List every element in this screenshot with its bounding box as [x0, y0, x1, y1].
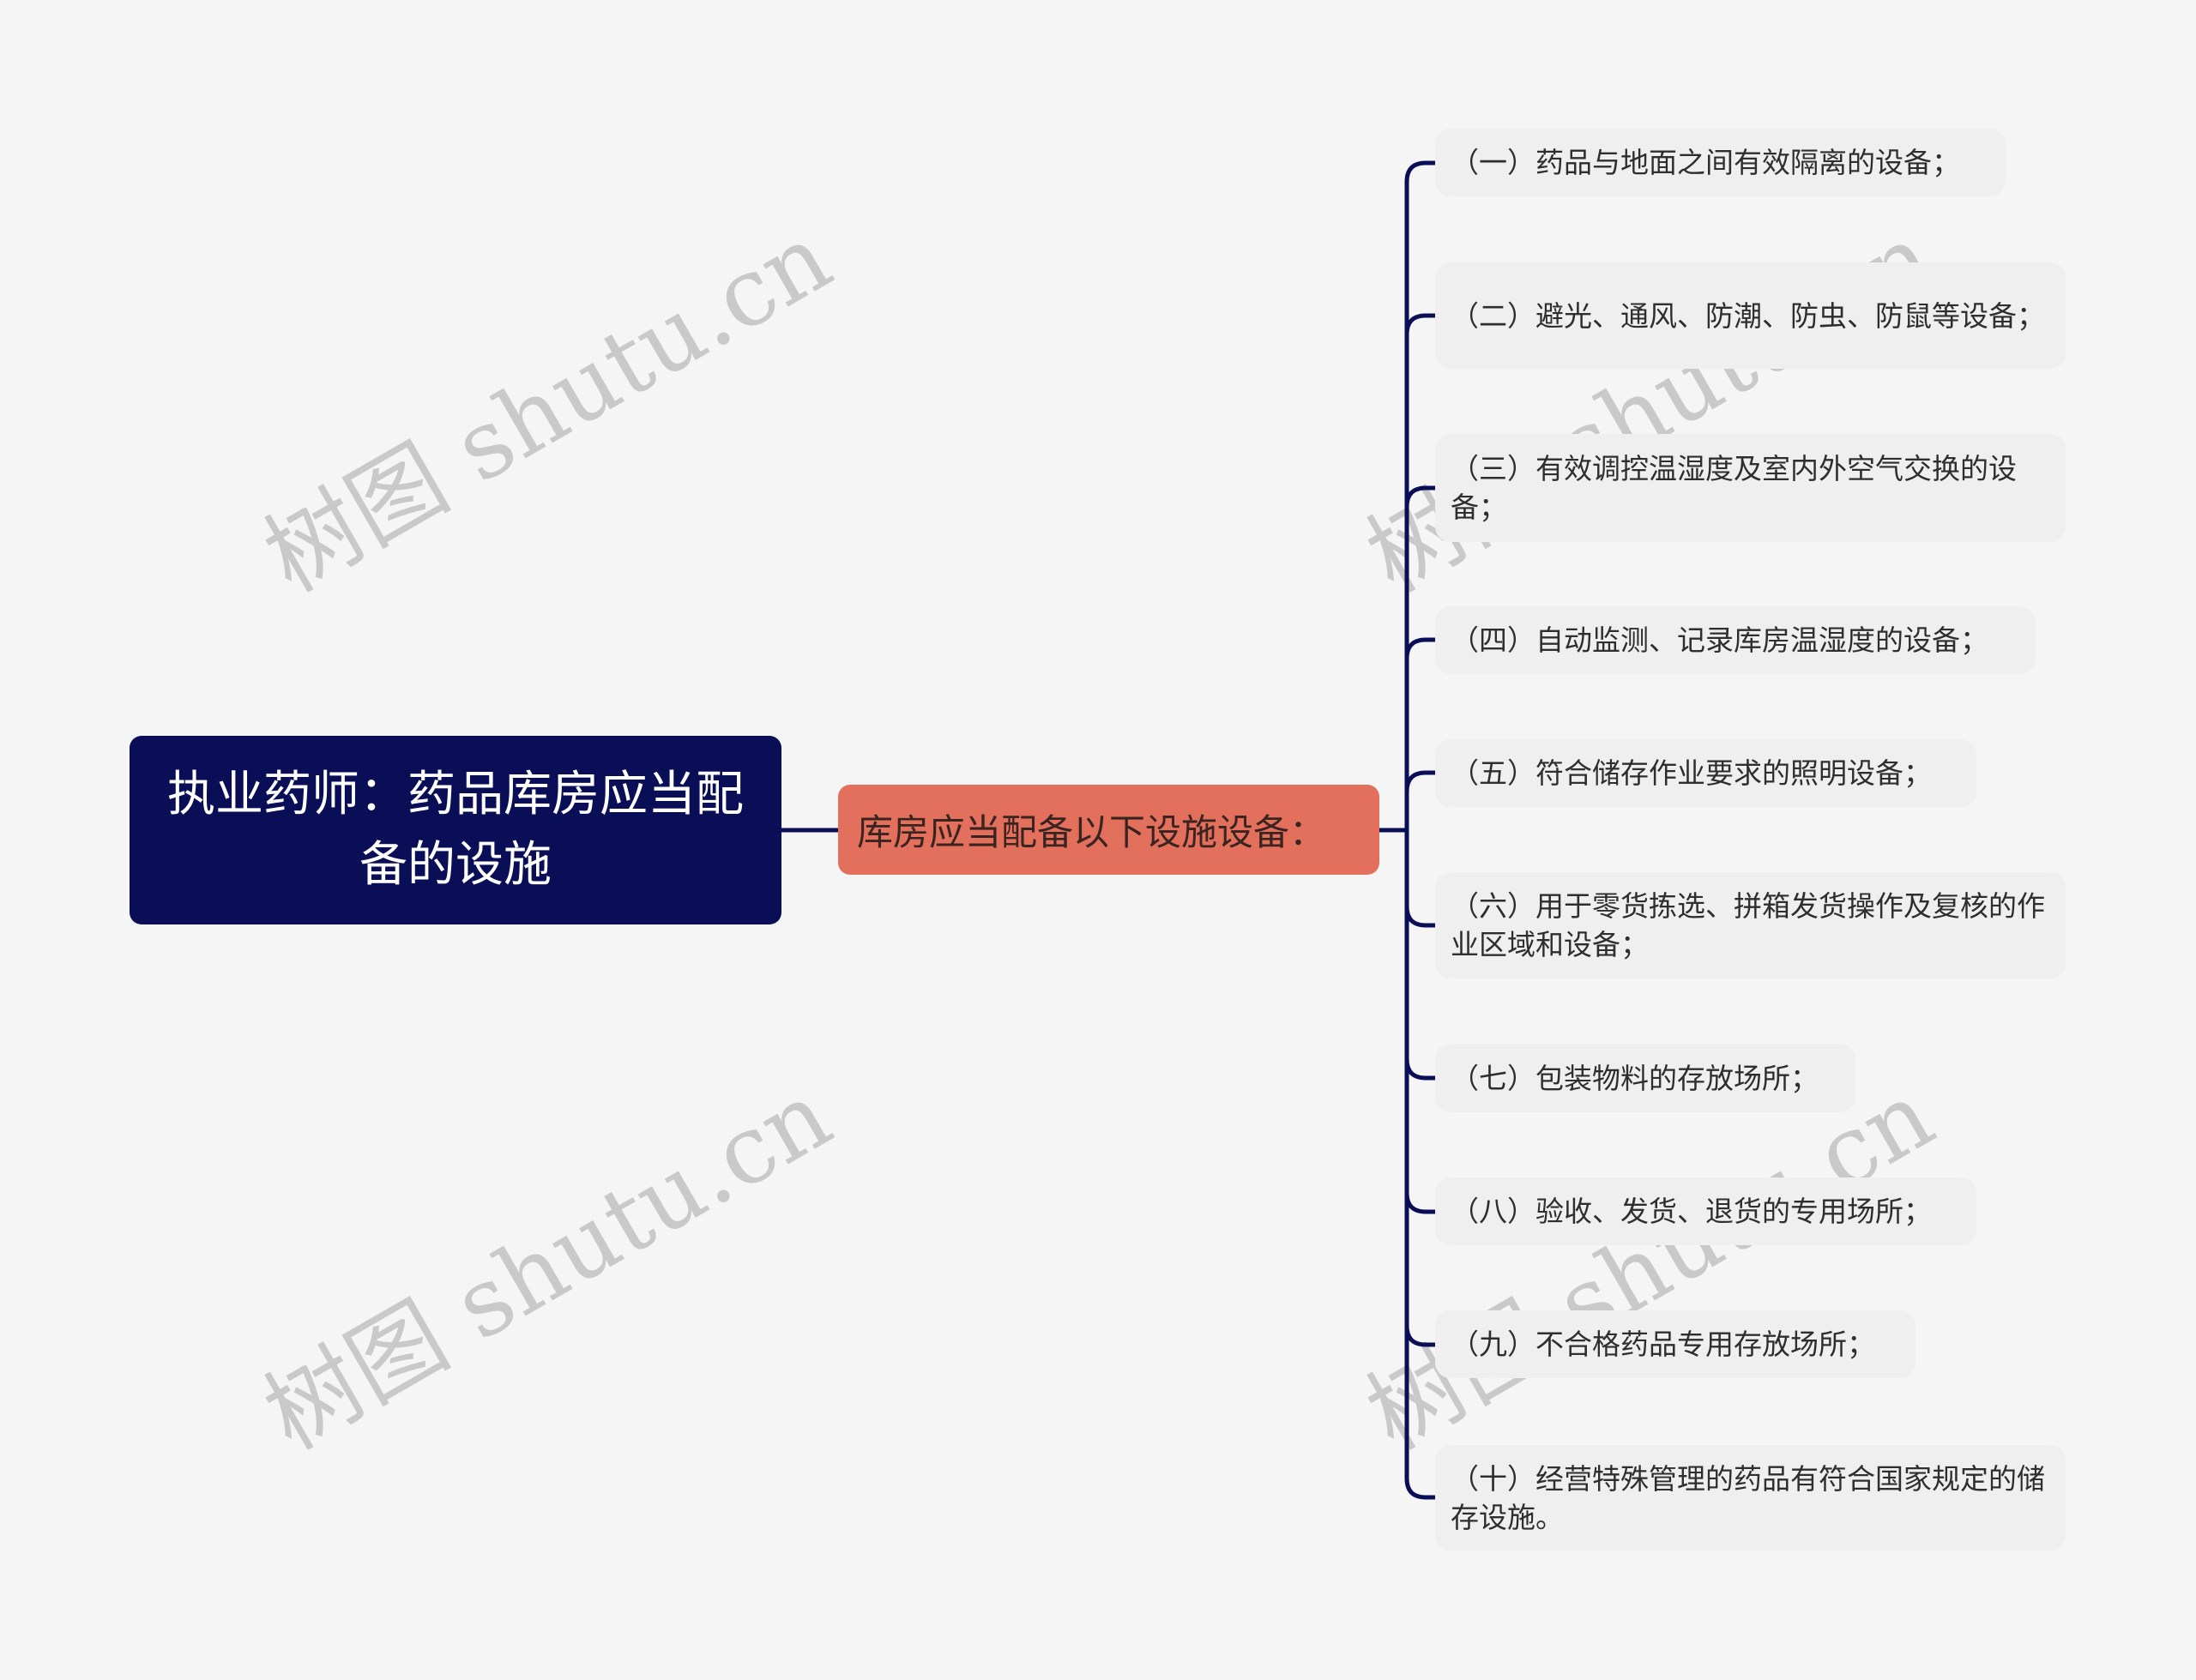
- root-topic[interactable]: 执业药师：药品库房应当配备的设施: [130, 736, 781, 924]
- leaf-topic-1[interactable]: （一）药品与地面之间有效隔离的设备；: [1435, 129, 2006, 196]
- leaf-label: （十）经营特殊管理的药品有符合国家规定的储存设施。: [1451, 1461, 2045, 1534]
- root-topic-label: 执业药师：药品库房应当配备的设施: [167, 767, 744, 893]
- leaf-topic-5[interactable]: （五）符合储存作业要求的照明设备；: [1435, 739, 1976, 807]
- leaf-label: （七）包装物料的存放场所；: [1451, 1061, 1819, 1095]
- leaf-label: （三）有效调控温湿度及室内外空气交换的设备；: [1451, 452, 2017, 524]
- leaf-label: （四）自动监测、记录库房温湿度的设备；: [1451, 623, 1988, 657]
- leaf-label: （二）避光、通风、防潮、防虫、防鼠等设备；: [1451, 298, 2045, 333]
- leaf-label: （八）验收、发货、退货的专用场所；: [1451, 1195, 1932, 1228]
- branch-topic-label: 库房应当配备以下设施设备：: [857, 811, 1326, 853]
- leaf-topic-9[interactable]: （九）不合格药品专用存放场所；: [1435, 1310, 1915, 1378]
- leaf-label: （五）符合储存作业要求的照明设备；: [1451, 756, 1932, 790]
- leaf-topic-3[interactable]: （三）有效调控温湿度及室内外空气交换的设备；: [1435, 434, 2066, 542]
- leaf-label: （九）不合格药品专用存放场所；: [1451, 1328, 1875, 1361]
- leaf-topic-8[interactable]: （八）验收、发货、退货的专用场所；: [1435, 1177, 1976, 1245]
- branch-topic[interactable]: 库房应当配备以下设施设备：: [838, 785, 1379, 875]
- leaf-topic-7[interactable]: （七）包装物料的存放场所；: [1435, 1044, 1855, 1112]
- leaf-topic-6[interactable]: （六）用于零货拣选、拼箱发货操作及复核的作业区域和设备；: [1435, 872, 2066, 978]
- leaf-topic-4[interactable]: （四）自动监测、记录库房温湿度的设备；: [1435, 606, 2036, 674]
- leaf-label: （一）药品与地面之间有效隔离的设备；: [1451, 146, 1960, 179]
- leaf-label: （六）用于零货拣选、拼箱发货操作及复核的作业区域和设备；: [1451, 889, 2045, 961]
- leaf-topic-10[interactable]: （十）经营特殊管理的药品有符合国家规定的储存设施。: [1435, 1445, 2066, 1551]
- leaf-topic-2[interactable]: （二）避光、通风、防潮、防虫、防鼠等设备；: [1435, 262, 2066, 369]
